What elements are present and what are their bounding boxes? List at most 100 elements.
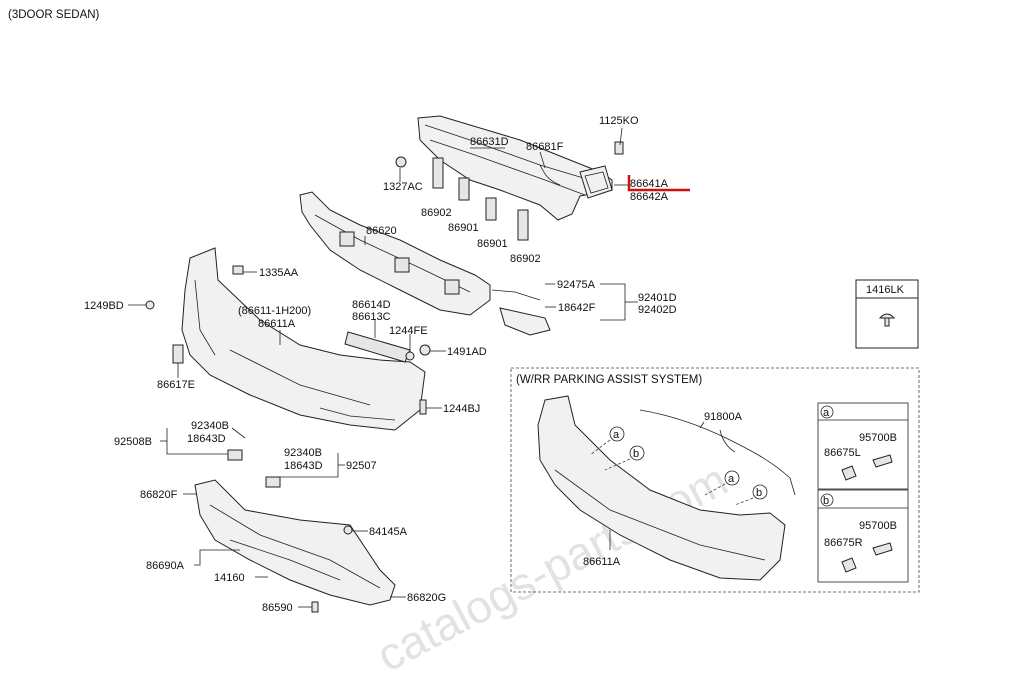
leader-lines [128, 127, 638, 608]
label-92340B-right[interactable]: 92340B [284, 447, 322, 459]
label-86614D[interactable]: 86614D [352, 299, 391, 311]
sensor-bezel-b [841, 557, 857, 573]
label-86820G[interactable]: 86820G [407, 592, 446, 604]
bracket-86901-left[interactable] [458, 177, 470, 201]
label-86642A[interactable]: 86642A [630, 191, 669, 203]
label-92475A[interactable]: 92475A [557, 279, 596, 291]
label-86675R[interactable]: 86675R [824, 537, 863, 549]
label-92507[interactable]: 92507 [346, 460, 377, 472]
under-cover[interactable] [194, 479, 396, 606]
parking-assist-title: (W/RR PARKING ASSIST SYSTEM) [516, 374, 702, 386]
label-86902-right[interactable]: 86902 [510, 253, 541, 265]
leader-91800A [699, 421, 705, 429]
label-86820F[interactable]: 86820F [140, 489, 178, 501]
label-92401D[interactable]: 92401D [638, 292, 677, 304]
bracket-86617E[interactable] [172, 344, 184, 364]
grommet-1416LK [878, 313, 896, 319]
callout-b-1-text: b [633, 448, 639, 460]
label-14160[interactable]: 14160 [214, 572, 245, 584]
callout-b-1[interactable]: b [629, 445, 645, 461]
callout-a-1-text: a [613, 429, 620, 441]
sensor-bezel-a [841, 465, 857, 481]
label-86675L[interactable]: 86675L [824, 447, 861, 459]
label-95700B-a[interactable]: 95700B [859, 432, 897, 444]
label-86611A[interactable]: 86611A [258, 318, 296, 330]
sensor-b [872, 542, 893, 556]
sensor-box-b[interactable]: b 95700B 86675R [817, 489, 909, 583]
clip-1491AD[interactable] [419, 344, 431, 356]
highlight-marker [627, 175, 690, 192]
label-1416LK: 1416LK [866, 284, 905, 296]
label-86617E[interactable]: 86617E [157, 379, 195, 391]
label-86901-right[interactable]: 86901 [477, 238, 508, 250]
label-92402D[interactable]: 92402D [638, 304, 677, 316]
reflector[interactable] [499, 307, 551, 336]
label-86901-left[interactable]: 86901 [448, 222, 479, 234]
clip-84145A[interactable] [343, 525, 353, 535]
label-1244FE[interactable]: 1244FE [389, 325, 428, 337]
wire-86681F [539, 164, 561, 186]
parking-bumper-cover[interactable] [537, 395, 786, 581]
callout-a-1[interactable]: a [609, 426, 625, 442]
label-1335AA[interactable]: 1335AA [259, 267, 299, 279]
label-86641A[interactable]: 86641A [630, 178, 669, 190]
plate-86641A[interactable] [579, 165, 613, 199]
clip-1335AA[interactable] [232, 265, 244, 275]
harness-branch [719, 429, 736, 453]
bracket-86902-right[interactable] [517, 209, 529, 241]
sensor-a [872, 454, 893, 468]
callout-leader [589, 439, 611, 456]
label-1327AC[interactable]: 1327AC [383, 181, 423, 193]
diagram-title: (3DOOR SEDAN) [8, 9, 100, 21]
label-1125KO[interactable]: 1125KO [599, 115, 639, 127]
label-18643D-right[interactable]: 18643D [284, 460, 323, 472]
callout-a-2[interactable]: a [724, 470, 740, 486]
label-18642F[interactable]: 18642F [558, 302, 596, 314]
label-1491AD[interactable]: 1491AD [447, 346, 487, 358]
screw-86590[interactable] [311, 601, 319, 613]
label-86690A[interactable]: 86690A [146, 560, 185, 572]
nut-1327AC[interactable] [395, 156, 407, 168]
label-18643D-left[interactable]: 18643D [187, 433, 226, 445]
parking-assist-panel: (W/RR PARKING ASSIST SYSTEM) [510, 367, 920, 593]
bolt-1125KO[interactable] [614, 141, 624, 155]
label-1249BD[interactable]: 1249BD [84, 300, 124, 312]
label-95700B-b[interactable]: 95700B [859, 520, 897, 532]
label-1244BJ[interactable]: 1244BJ [443, 403, 480, 415]
label-86681F[interactable]: 86681F [526, 141, 564, 153]
lamp-92508B[interactable] [227, 449, 243, 461]
label-86611-1H200[interactable]: (86611-1H200) [238, 305, 311, 317]
lamp-92507[interactable] [265, 476, 281, 488]
callout-leader [734, 497, 754, 506]
callout-b-2[interactable]: b [752, 484, 768, 500]
callout-leader [604, 458, 631, 471]
sensor-box-a-tag: a [823, 407, 830, 419]
label-86631D[interactable]: 86631D [470, 136, 509, 148]
callout-leader [704, 483, 726, 496]
label-91800A[interactable]: 91800A [704, 411, 743, 423]
label-86613C[interactable]: 86613C [352, 311, 391, 323]
label-84145A[interactable]: 84145A [369, 526, 408, 538]
label-92508B[interactable]: 92508B [114, 436, 152, 448]
screw-1249BD[interactable] [145, 300, 155, 310]
reinforcement-beam[interactable] [417, 115, 613, 221]
screw-1244BJ[interactable] [419, 399, 427, 415]
sensor-box-b-tag: b [823, 495, 829, 507]
harness-91800A[interactable] [639, 409, 796, 496]
wire-92475A [491, 289, 541, 301]
label-86620[interactable]: 86620 [366, 225, 397, 237]
label-86590[interactable]: 86590 [262, 602, 293, 614]
part-box-1416LK[interactable]: 1416LK [855, 279, 919, 349]
callout-a-2-text: a [728, 473, 735, 485]
energy-absorber[interactable] [299, 191, 491, 316]
label-86611A-parking[interactable]: 86611A [583, 556, 621, 568]
screw-1244FE[interactable] [405, 351, 415, 361]
label-86902-left[interactable]: 86902 [421, 207, 452, 219]
bracket-86613C[interactable] [344, 331, 411, 363]
bracket-86901-right[interactable] [485, 197, 497, 221]
bracket-86902-left[interactable] [432, 157, 444, 189]
label-92340B-left[interactable]: 92340B [191, 420, 229, 432]
sensor-box-a[interactable]: a 95700B 86675L [817, 402, 909, 490]
